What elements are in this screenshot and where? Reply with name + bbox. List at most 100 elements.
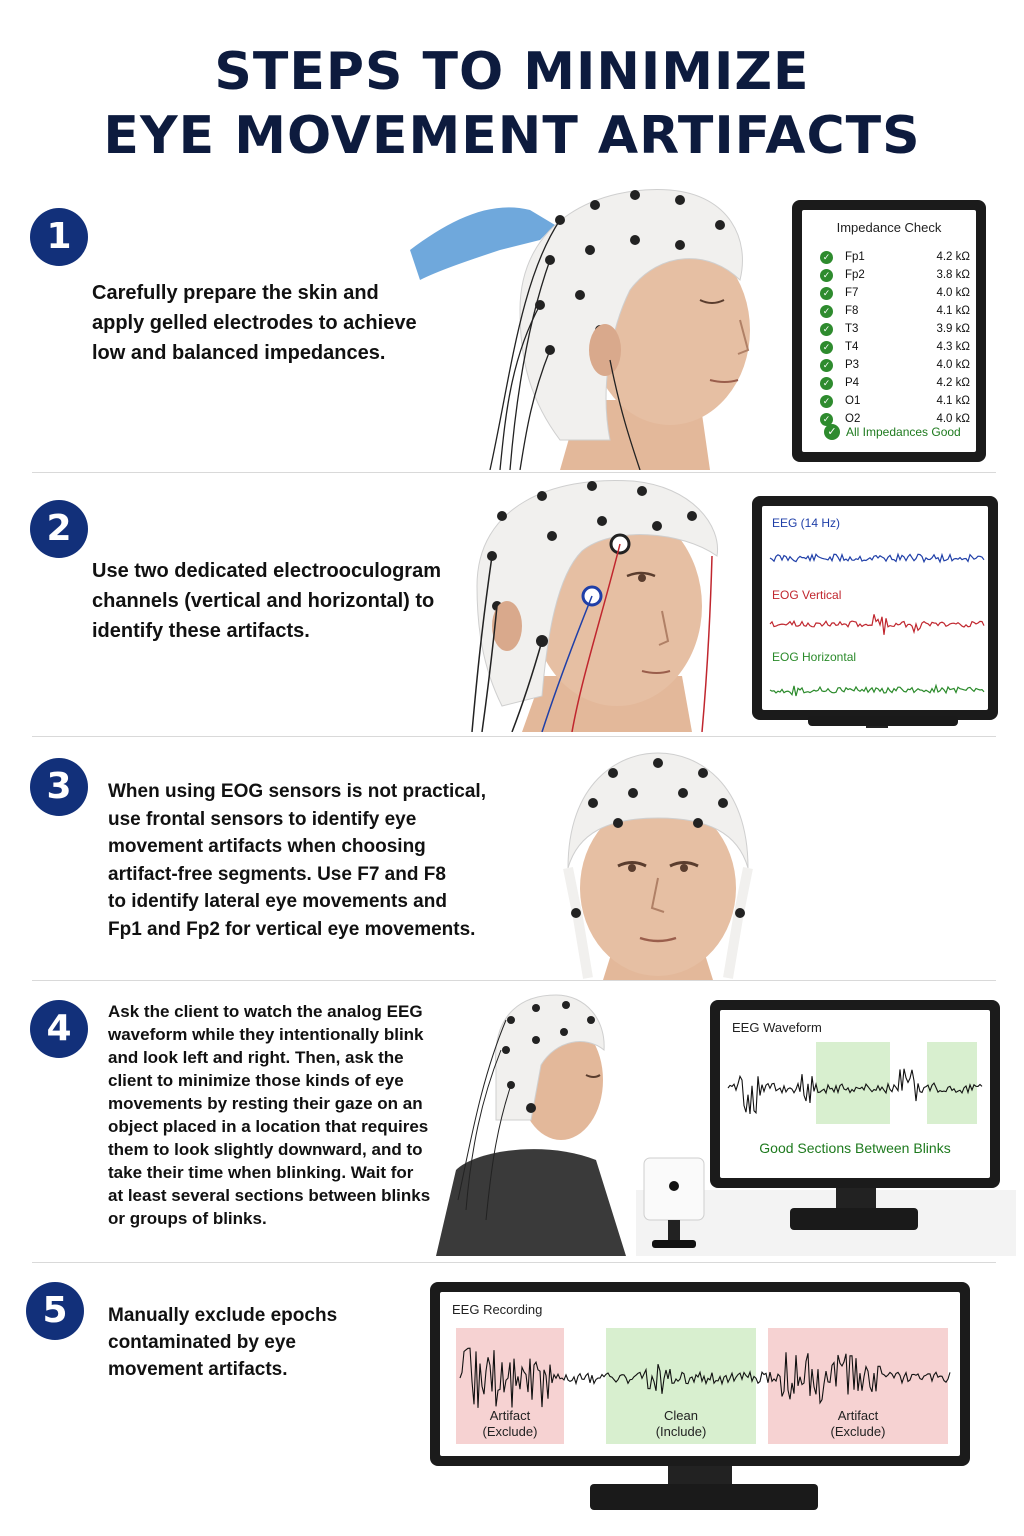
section-divider	[32, 980, 996, 981]
step-5-line: movement artifacts.	[108, 1359, 288, 1380]
zone-label-line: (Exclude)	[830, 1424, 886, 1439]
step-2-line: Use two dedicated electrooculogram	[92, 560, 441, 582]
check-icon: ✓	[820, 250, 833, 264]
zone-label-line: (Include)	[655, 1424, 707, 1439]
impedance-channel: F8	[845, 305, 859, 317]
step-2-badge: 2	[30, 500, 88, 558]
step-1-text: Carefully prepare the skin and apply gel…	[92, 278, 417, 368]
impedance-channel: F7	[845, 287, 859, 299]
step-1-line: low and balanced impedances.	[92, 342, 386, 364]
impedance-channel: Fp1	[845, 251, 865, 263]
step-5-text: Manually exclude epochs contaminated by …	[108, 1302, 337, 1383]
impedance-row: ✓ T4 4.3 kΩ	[820, 338, 970, 356]
check-icon: ✓	[820, 376, 833, 390]
check-icon: ✓	[820, 340, 833, 354]
check-icon: ✓	[820, 322, 833, 336]
impedance-status: ✓ All Impedances Good	[824, 424, 961, 440]
impedance-value: 4.0 kΩ	[936, 359, 970, 371]
step-4-line: client to minimize those kinds of eye	[108, 1071, 404, 1090]
impedance-value: 3.9 kΩ	[936, 323, 970, 335]
impedance-channel: Fp2	[845, 269, 865, 281]
impedance-row: ✓ Fp1 4.2 kΩ	[820, 248, 970, 266]
zone-label: Artifact (Exclude)	[456, 1408, 564, 1440]
eeg-cap-gloved-hand-illustration	[410, 189, 750, 470]
section-divider	[32, 736, 996, 737]
title-line-2: EYE MOVEMENT ARTIFACTS	[103, 106, 921, 166]
impedance-channel: O1	[845, 395, 861, 407]
impedance-value: 4.0 kΩ	[936, 287, 970, 299]
zone-label-line: Artifact	[489, 1408, 531, 1423]
step-2-text: Use two dedicated electrooculogram chann…	[92, 556, 441, 646]
step-4-line: them to look slightly downward, and to	[108, 1140, 423, 1159]
monitor-base	[590, 1484, 818, 1510]
waveform-monitor: EEG Waveform Good Sections Between Blink…	[710, 1000, 1000, 1188]
step-4-line: Ask the client to watch the analog EEG	[108, 1002, 423, 1021]
eog-vertical-trace	[769, 614, 985, 635]
impedance-row: ✓ O1 4.1 kΩ	[820, 392, 970, 410]
zone-label-line: Artifact	[837, 1408, 879, 1423]
step-4-line: or groups of blinks.	[108, 1209, 267, 1228]
step-4-line: take their time when blinking. Wait for	[108, 1163, 414, 1182]
recording-monitor: EEG Recording Artifact (Exclude) Clean (…	[430, 1282, 970, 1466]
step-4-text: Ask the client to watch the analog EEG w…	[108, 1000, 430, 1230]
eeg-channel-label: EEG (14 Hz)	[772, 516, 841, 530]
clean-zone	[606, 1328, 756, 1444]
impedance-channel: P4	[845, 377, 860, 389]
step-3-line: use frontal sensors to identify eye	[108, 808, 417, 830]
impedance-channel: T3	[845, 323, 859, 335]
impedance-channel: T4	[845, 341, 859, 353]
impedance-value: 3.8 kΩ	[936, 269, 970, 281]
check-icon: ✓	[820, 394, 833, 408]
impedance-monitor: Impedance Check ✓ Fp1 4.2 kΩ ✓ Fp2 3.8 kΩ ✓ F…	[792, 200, 986, 462]
section-divider	[32, 472, 996, 473]
recording-screen: EEG Recording Artifact (Exclude) Clean (…	[440, 1292, 960, 1456]
recording-trace-area	[459, 1347, 951, 1408]
page-title: STEPS TO MINIMIZE EYE MOVEMENT ARTIFACTS	[0, 40, 1024, 168]
recording-title: EEG Recording	[452, 1302, 543, 1317]
impedance-title: Impedance Check	[836, 220, 942, 235]
zone-label: Clean (Include)	[606, 1408, 756, 1440]
good-section-zone	[816, 1042, 890, 1124]
impedance-value: 4.2 kΩ	[936, 377, 970, 389]
step-3-badge: 3	[30, 758, 88, 816]
impedance-value: 4.3 kΩ	[936, 341, 970, 353]
impedance-channel: O2	[845, 413, 861, 425]
waveform-caption: Good Sections Between Blinks	[759, 1140, 951, 1156]
step-5-badge: 5	[26, 1282, 84, 1340]
check-icon: ✓	[820, 358, 833, 372]
impedance-table: ✓ Fp1 4.2 kΩ ✓ Fp2 3.8 kΩ ✓ F7 4.0 kΩ ✓ F8 4.1 k…	[820, 248, 970, 428]
impedance-value: 4.0 kΩ	[936, 413, 970, 425]
step-1-line: apply gelled electrodes to achieve	[92, 312, 417, 334]
frontal-sensors-face-illustration	[563, 752, 753, 980]
monitor-base	[790, 1208, 918, 1230]
step-4-line: and look left and right. Then, ask the	[108, 1048, 404, 1067]
check-circle-icon: ✓	[824, 424, 840, 440]
step-3-line: When using EOG sensors is not practical,	[108, 781, 486, 802]
eog-monitor: EEG (14 Hz) EOG Vertical EOG Horizontal	[752, 496, 998, 720]
eog-traces	[769, 552, 985, 697]
monitor-stand	[668, 1466, 732, 1488]
step-3-line: Fp1 and Fp2 for vertical eye movements.	[108, 918, 476, 940]
good-section-zone	[927, 1042, 977, 1124]
step-3-text: When using EOG sensors is not practical,…	[108, 778, 486, 943]
impedance-value: 4.1 kΩ	[936, 395, 970, 407]
step-4-badge: 4	[30, 1000, 88, 1058]
artifact-zone	[456, 1328, 564, 1444]
step-4-line: at least several sections between blinks	[108, 1186, 431, 1205]
impedance-row: ✓ P4 4.2 kΩ	[820, 374, 970, 392]
step-3-line: to identify lateral eye movements and	[108, 891, 447, 912]
impedance-status-label: All Impedances Good	[846, 425, 961, 439]
step-2-line: channels (vertical and horizontal) to	[92, 590, 435, 612]
eog-screen: EEG (14 Hz) EOG Vertical EOG Horizontal	[762, 506, 988, 710]
impedance-row: ✓ T3 3.9 kΩ	[820, 320, 970, 338]
check-icon: ✓	[820, 268, 833, 282]
step-4-line: waveform while they intentionally blink	[108, 1025, 424, 1044]
impedance-value: 4.2 kΩ	[936, 251, 970, 263]
eog-horizontal-label: EOG Horizontal	[772, 650, 857, 664]
impedance-row: ✓ Fp2 3.8 kΩ	[820, 266, 970, 284]
eog-horizontal-trace	[769, 683, 985, 697]
step-4-line: movements by resting their gaze on an	[108, 1094, 423, 1113]
check-icon: ✓	[820, 286, 833, 300]
